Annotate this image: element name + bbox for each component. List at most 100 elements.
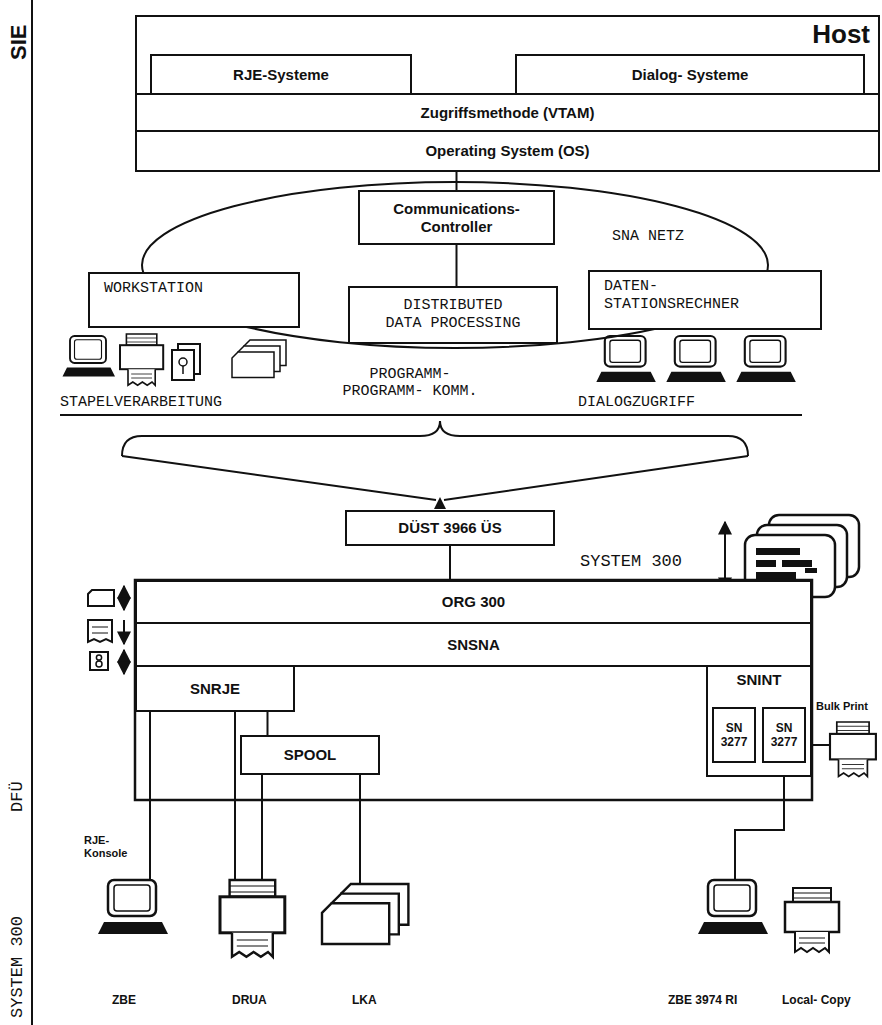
system-300-housing xyxy=(135,580,812,800)
device-label: Bulk Print xyxy=(816,700,868,713)
peripheral-devices xyxy=(830,722,876,776)
layer-band: Zugriffsmethode (VTAM) xyxy=(135,93,880,132)
peripheral-devices xyxy=(322,884,408,944)
device-wires xyxy=(735,765,784,881)
emulator-box: SN 3277 xyxy=(762,707,806,763)
device-wires xyxy=(150,712,832,885)
data-stack-icon xyxy=(756,548,800,555)
workstation-devices xyxy=(172,350,194,380)
data-stack-icon xyxy=(756,572,796,579)
module-box: SNRJE xyxy=(135,665,295,712)
box-text: SN 3277 xyxy=(716,721,752,750)
box-text: DÜST 3966 ÜS xyxy=(398,519,501,537)
workstation-devices xyxy=(179,358,187,366)
underline xyxy=(60,415,802,416)
box-text: SPOOL xyxy=(284,746,337,764)
controller-box: Communications- Controller xyxy=(358,190,555,245)
workstation-devices xyxy=(182,366,184,374)
subsystem-box: Dialog- Systeme xyxy=(515,54,865,95)
device-wires xyxy=(261,775,263,880)
media-icons xyxy=(96,655,101,660)
mode-label: DIALOGZUGRIFF xyxy=(578,394,695,411)
box-text: SNINT xyxy=(737,671,782,689)
device-wires xyxy=(149,712,151,880)
layer-band: ORG 300 xyxy=(135,580,812,624)
underline xyxy=(60,414,802,416)
device-label: ZBE 3974 RI xyxy=(668,994,737,1008)
mode-label: PROGRAMM- PROGRAMM- KOMM. xyxy=(335,366,485,401)
data-stack-icon xyxy=(756,560,776,567)
media-icons xyxy=(96,661,102,667)
box-text: ORG 300 xyxy=(442,593,505,611)
peripheral-devices xyxy=(698,880,768,934)
box-text: Communications- Controller xyxy=(366,200,547,236)
brace-funnel xyxy=(122,421,748,456)
workstation-devices xyxy=(63,336,116,377)
layer-band: SNSNA xyxy=(135,622,812,667)
layer-band: Operating System (OS) xyxy=(135,130,880,172)
station-box: DATEN- STATIONSRECHNER xyxy=(588,270,822,330)
box-text: DISTRIBUTED DATA PROCESSING xyxy=(384,297,522,333)
box-text: Operating System (OS) xyxy=(425,142,589,160)
controller-box: DÜST 3966 ÜS xyxy=(345,510,555,546)
module-box: SPOOL xyxy=(240,735,380,775)
subsystem-box: RJE-Systeme xyxy=(150,54,412,95)
box-text: Dialog- Systeme xyxy=(632,66,749,84)
media-icons xyxy=(123,620,125,644)
brace-funnel xyxy=(122,421,748,509)
station-box: DISTRIBUTED DATA PROCESSING xyxy=(348,286,558,344)
terminal-devices xyxy=(596,336,656,382)
media-icons xyxy=(88,590,114,606)
media-icons xyxy=(90,652,108,670)
box-text: SNA NETZ xyxy=(612,228,684,246)
device-label: LKA xyxy=(352,994,377,1008)
system-label: SYSTEM 300 xyxy=(580,552,682,572)
peripheral-devices xyxy=(220,880,285,957)
device-label: Local- Copy xyxy=(782,994,851,1008)
media-icons xyxy=(123,650,125,674)
mode-label: STAPELVERARBEITUNG xyxy=(60,394,222,411)
box-text: RJE-Systeme xyxy=(233,66,329,84)
connector xyxy=(456,245,458,286)
media-icons xyxy=(88,620,112,642)
emulator-box: SN 3277 xyxy=(712,707,756,763)
terminal-devices xyxy=(596,336,796,382)
data-stack-icon xyxy=(782,560,812,567)
connector xyxy=(449,546,451,580)
box-text: WORKSTATION xyxy=(104,280,203,298)
data-stack-icon xyxy=(805,568,817,573)
side-label: SYSTEM 300 xyxy=(8,916,28,1018)
box-text: DATEN- STATIONSRECHNER xyxy=(604,278,780,314)
side-label: DFÜ xyxy=(8,781,28,812)
box-text: SN 3277 xyxy=(766,721,802,750)
system-300-housing xyxy=(135,580,812,800)
device-label: ZBE xyxy=(112,994,136,1008)
frame-line xyxy=(32,0,33,1025)
workstation-devices xyxy=(63,334,287,385)
peripheral-devices xyxy=(98,880,168,934)
device-label: DRUA xyxy=(232,994,267,1008)
media-icons xyxy=(123,586,125,610)
terminal-devices xyxy=(736,336,796,382)
device-wires xyxy=(234,712,236,880)
workstation-devices xyxy=(232,340,286,378)
connector xyxy=(267,712,269,735)
media-icons xyxy=(92,627,108,633)
frame-line xyxy=(31,0,33,1025)
brand-text: SIE xyxy=(6,25,31,60)
peripheral-devices xyxy=(785,888,839,952)
module-box: SNINT SN 3277 SN 3277 xyxy=(706,665,812,777)
station-box: WORKSTATION xyxy=(88,272,300,328)
brace-funnel xyxy=(122,456,748,500)
device-wires xyxy=(359,775,361,885)
device-label: RJE- Konsole xyxy=(84,834,142,859)
box-text: Zugriffsmethode (VTAM) xyxy=(421,104,595,122)
host-box: HostRJE-Systeme Dialog- SystemeZugriffsme… xyxy=(135,15,880,172)
workstation-devices xyxy=(120,334,163,385)
brace-funnel xyxy=(434,497,446,509)
box-text: SNSNA xyxy=(447,636,500,654)
terminal-devices xyxy=(666,336,726,382)
box-text: SNRJE xyxy=(190,680,240,698)
box-heading: Host xyxy=(812,19,870,50)
media-icons xyxy=(88,586,124,674)
